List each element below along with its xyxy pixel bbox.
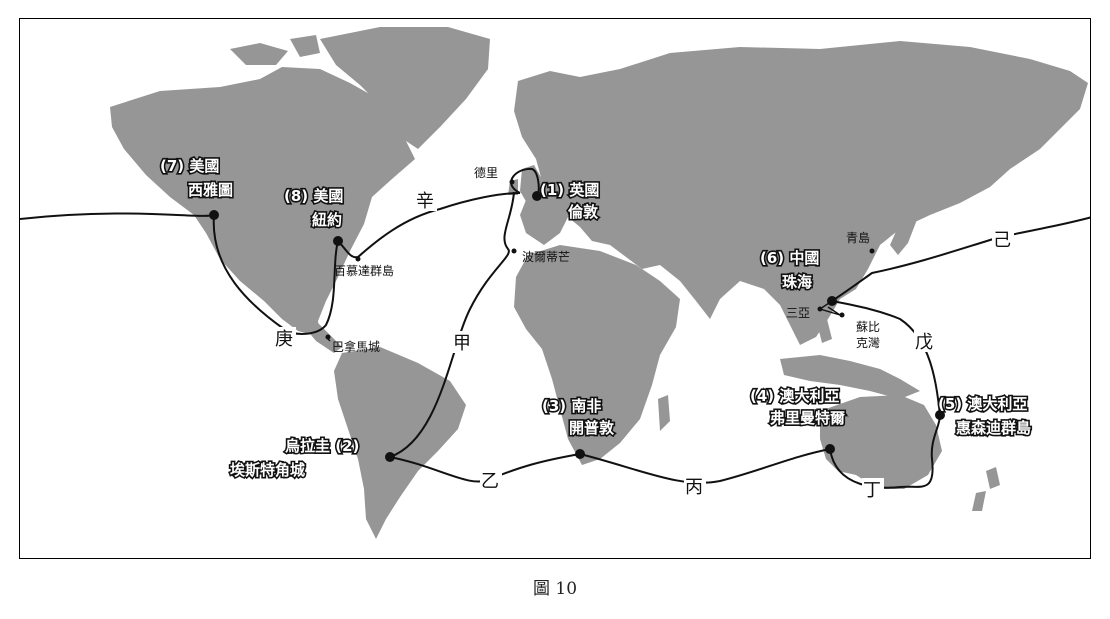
route-leg-wu bbox=[831, 300, 941, 416]
place-sanya: 三亞 bbox=[786, 306, 810, 320]
marker-whitsunday bbox=[935, 410, 945, 420]
route-leg-ji bbox=[831, 216, 1090, 302]
place-qingdao: 青島 bbox=[846, 230, 870, 245]
route-leg-bing bbox=[579, 448, 831, 484]
city-fremantle-line2: 弗里曼特爾 bbox=[770, 409, 845, 427]
city-capetown-line2: 開普敦 bbox=[569, 419, 615, 437]
marker-porto bbox=[511, 248, 517, 254]
city-capetown-line1: (3) 南非 bbox=[542, 397, 601, 415]
city-fremantle-line1: (4) 澳大利亞 bbox=[750, 387, 839, 405]
leg-label-xin: 辛 bbox=[416, 191, 434, 212]
marker-montevideo bbox=[385, 452, 395, 462]
figure-caption: 圖 10 bbox=[532, 579, 578, 599]
marker-subic bbox=[839, 312, 845, 318]
africa bbox=[514, 245, 680, 465]
route-leg-ding bbox=[829, 414, 941, 489]
maritime-southeast-asia bbox=[780, 315, 920, 399]
leg-label-wu: 戊 bbox=[915, 332, 933, 353]
route-subic-detour bbox=[818, 300, 841, 316]
leg-label-ding: 丁 bbox=[863, 480, 881, 501]
place-porto: 波爾蒂芒 bbox=[522, 249, 570, 264]
australia bbox=[820, 395, 942, 489]
marker-derry bbox=[509, 179, 515, 185]
map-canvas: 甲 乙 丙 丁 戊 己 庚 辛 德里 波爾蒂芒 百慕達群島 巴拿馬城 青島 三亞… bbox=[20, 27, 1090, 539]
landmasses bbox=[110, 27, 1088, 539]
city-seattle-line2: 西雅圖 bbox=[188, 181, 233, 199]
marker-panama bbox=[325, 334, 331, 340]
place-derry: 德里 bbox=[474, 165, 498, 180]
marker-london bbox=[532, 191, 542, 201]
leg-label-geng: 庚 bbox=[275, 329, 293, 350]
city-whitsunday-line2: 惠森迪群島 bbox=[956, 419, 1031, 437]
place-labels: 德里 波爾蒂芒 百慕達群島 巴拿馬城 青島 三亞 蘇比 克灣 bbox=[332, 165, 880, 354]
greenland bbox=[320, 27, 490, 149]
city-seattle-line1: (7) 美國 bbox=[160, 157, 219, 175]
city-whitsunday-line1: (5) 澳大利亞 bbox=[938, 395, 1027, 413]
route-leg-jia bbox=[389, 191, 515, 458]
city-montevideo-line2: 埃斯特角城 bbox=[230, 461, 305, 479]
city-newyork-line2: 紐約 bbox=[312, 211, 342, 229]
marker-capetown bbox=[575, 449, 585, 459]
city-zhuhai-line1: (6) 中國 bbox=[760, 249, 819, 267]
madagascar bbox=[658, 395, 670, 431]
leg-label-jia: 甲 bbox=[453, 333, 471, 354]
city-newyork-line1: (8) 美國 bbox=[284, 187, 343, 205]
leg-label-yi: 乙 bbox=[481, 471, 499, 492]
marker-seattle bbox=[209, 210, 219, 220]
place-panama: 巴拿馬城 bbox=[332, 339, 380, 354]
world-map: 甲 乙 丙 丁 戊 己 庚 辛 德里 波爾蒂芒 百慕達群島 巴拿馬城 青島 三亞… bbox=[19, 18, 1091, 559]
leg-label-bing: 丙 bbox=[685, 477, 703, 498]
north-america bbox=[110, 67, 415, 337]
city-montevideo-line1: 烏拉圭 (2) bbox=[285, 437, 359, 455]
new-zealand bbox=[972, 467, 1000, 511]
place-bermuda: 百慕達群島 bbox=[334, 263, 394, 278]
route-labels: 甲 乙 丙 丁 戊 己 庚 辛 bbox=[274, 189, 1014, 501]
marker-zhuhai bbox=[827, 296, 837, 306]
route-leg-xin bbox=[337, 192, 521, 259]
japan bbox=[890, 199, 918, 255]
city-london-line1: (1) 英國 bbox=[540, 181, 599, 199]
eurasia bbox=[514, 41, 1088, 345]
south-america bbox=[334, 347, 466, 539]
marker-qingdao bbox=[869, 248, 875, 254]
place-subic-line2: 克灣 bbox=[856, 336, 880, 350]
city-markers bbox=[209, 179, 945, 462]
route-leg-geng bbox=[20, 212, 339, 335]
race-routes bbox=[20, 167, 1090, 489]
city-zhuhai-line2: 珠海 bbox=[782, 273, 812, 291]
marker-bermuda bbox=[355, 256, 361, 262]
marker-sanya bbox=[817, 306, 823, 312]
central-america bbox=[298, 319, 342, 353]
marker-newyork bbox=[333, 236, 343, 246]
place-subic-line1: 蘇比 bbox=[856, 320, 880, 334]
leg-label-ji: 己 bbox=[993, 230, 1011, 251]
marker-fremantle bbox=[825, 444, 835, 454]
city-labels: (1) 英國 倫敦 烏拉圭 (2) 埃斯特角城 (3) 南非 開普敦 (4) 澳… bbox=[158, 155, 1032, 480]
arctic-islands bbox=[230, 35, 320, 65]
city-london-line2: 倫敦 bbox=[568, 203, 599, 221]
